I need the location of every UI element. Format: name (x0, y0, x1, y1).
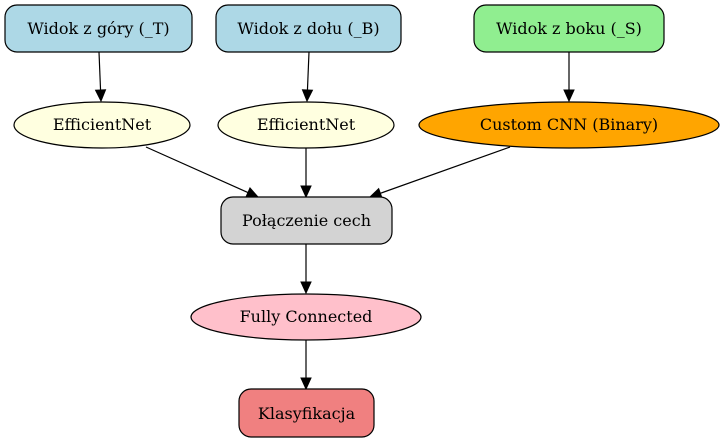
arrowhead-icon (563, 89, 575, 103)
arrowhead-icon (300, 185, 312, 199)
node-feature-fusion-label: Połączenie cech (242, 211, 371, 230)
node-feature-fusion: Połączenie cech (220, 196, 393, 245)
edge-line (145, 146, 249, 194)
node-side-view-shape (473, 4, 665, 53)
node-custom-cnn-label: Custom CNN (Binary) (480, 115, 658, 134)
node-classification-label: Klasyfikacja (258, 404, 356, 423)
arrowhead-icon (94, 89, 107, 103)
edge-fully-connected-to-classification (300, 340, 312, 391)
node-top-view: Widok z góry (_T) (4, 4, 193, 53)
edge-feature-fusion-to-fully-connected (300, 244, 312, 295)
arrowhead-icon (300, 377, 312, 391)
node-top-view-label: Widok z góry (_T) (27, 19, 169, 38)
node-side-view-label: Widok z boku (_S) (496, 19, 642, 38)
node-bottom-view: Widok z dołu (_B) (215, 4, 402, 53)
node-fully-connected-label: Fully Connected (240, 307, 373, 326)
node-efficientnet-bottom-label: EfficientNet (257, 115, 356, 134)
arrowhead-icon (301, 89, 314, 103)
edge-line (306, 51, 310, 91)
edge-side-view-to-custom-cnn (563, 52, 575, 103)
arrowhead-icon (245, 187, 260, 198)
node-efficientnet-top-label: EfficientNet (53, 115, 152, 134)
node-fully-connected: Fully Connected (190, 293, 422, 341)
arrowhead-icon (300, 281, 312, 295)
node-custom-cnn: Custom CNN (Binary) (418, 101, 720, 149)
node-efficientnet-top-shape (13, 101, 191, 149)
node-fully-connected-shape (190, 293, 422, 341)
edge-efficientnet-top-to-feature-fusion (145, 146, 260, 198)
edge-efficientnet-bottom-to-feature-fusion (300, 148, 312, 199)
node-top-view-shape (4, 4, 193, 53)
edge-bottom-view-to-efficientnet-bottom (301, 51, 314, 103)
edge-top-view-to-efficientnet-top (94, 51, 107, 103)
node-classification: Klasyfikacja (238, 388, 375, 438)
node-feature-fusion-shape (220, 196, 393, 245)
node-bottom-view-label: Widok z dołu (_B) (237, 19, 379, 38)
edge-custom-cnn-to-feature-fusion (368, 146, 511, 199)
node-custom-cnn-shape (418, 101, 720, 149)
edge-line (98, 51, 102, 91)
node-efficientnet-bottom: EfficientNet (217, 101, 395, 149)
node-classification-shape (238, 388, 375, 438)
node-side-view: Widok z boku (_S) (473, 4, 665, 53)
node-bottom-view-shape (215, 4, 402, 53)
node-efficientnet-top: EfficientNet (13, 101, 191, 149)
node-efficientnet-bottom-shape (217, 101, 395, 149)
edge-line (380, 146, 511, 194)
